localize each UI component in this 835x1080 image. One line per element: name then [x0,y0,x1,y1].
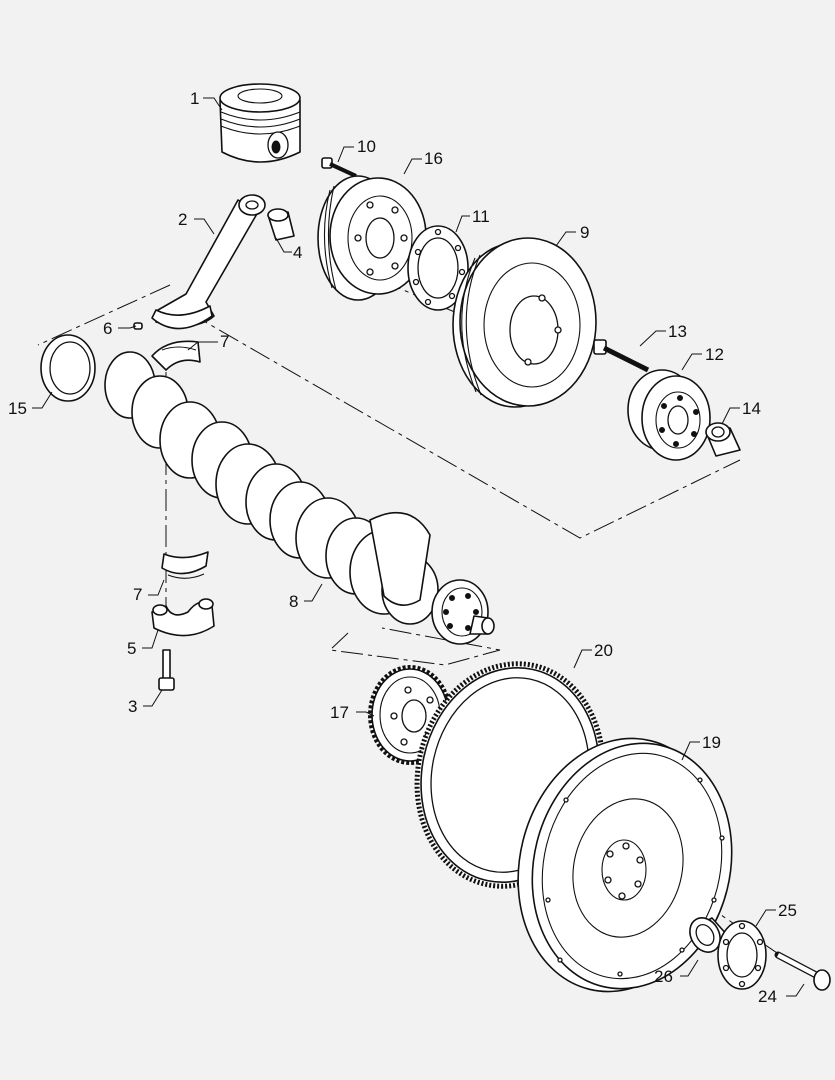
callout-13: 13 [668,322,687,341]
callout-16: 16 [424,149,443,168]
callout-26: 26 [654,967,673,986]
crankshaft-pulley [317,175,427,301]
callout-1: 1 [190,89,199,108]
callout-20: 20 [594,641,613,660]
callout-17: 17 [330,703,349,722]
dowel-pin [133,322,143,330]
connecting-rod [151,194,266,330]
flywheel-bolt [774,951,831,991]
flywheel-bush [689,917,729,953]
callout-3: 3 [128,697,137,716]
piston [219,83,301,163]
callout-6: 6 [103,319,112,338]
crankshaft-hub [627,369,711,461]
hub-sleeve [705,422,741,457]
rear-seal-ring [40,334,96,402]
callout-19: 19 [702,733,721,752]
bearing-shell-upper [151,340,201,371]
pulley-bolt [321,157,357,178]
callout-2: 2 [178,210,187,229]
callout-25: 25 [778,901,797,920]
crankshaft [104,351,495,645]
vibration-damper [452,237,597,408]
callout-12: 12 [705,345,724,364]
pulley-spacer-ring [407,225,469,311]
callout-11: 11 [472,207,490,226]
small-end-bush [267,208,295,241]
bearing-cap [151,598,215,637]
flywheel [517,737,733,993]
callout-labels: 1 2 4 6 7 15 7 5 3 8 10 16 11 9 13 12 14… [8,89,797,1006]
callout-9: 9 [580,223,589,242]
leader-lines [32,97,805,997]
callout-4: 4 [293,243,302,262]
callout-15: 15 [8,399,27,418]
callout-7b: 7 [133,585,142,604]
callout-14: 14 [742,399,761,418]
callout-8: 8 [289,592,298,611]
callout-7a: 7 [220,332,229,351]
flywheel-lock-plate [717,920,767,990]
callout-10: 10 [357,137,376,156]
callout-5: 5 [127,639,136,658]
cap-bolt [158,649,175,691]
bearing-shell-lower [161,551,209,579]
callout-24: 24 [758,987,777,1006]
damper-bolt [593,339,650,373]
